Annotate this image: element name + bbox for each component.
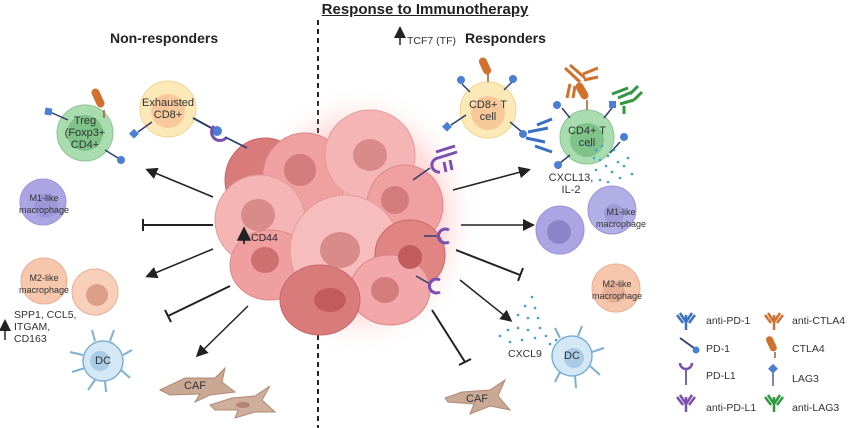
m1-left-label: M1-like macrophage <box>13 192 75 216</box>
legend-ctla4: CTLA4 <box>792 343 825 355</box>
m2-marker-line: SPP1, CCL5, <box>14 309 77 321</box>
pd-1-icon <box>679 337 700 354</box>
caf-right-label: CAF <box>466 393 488 405</box>
non-responders-header: Non-responders <box>110 30 219 46</box>
m1-macrophage-right <box>535 185 637 255</box>
m1-label-line: M1-like <box>606 207 636 217</box>
cxcl9-chemokine-dots <box>498 295 558 346</box>
cd8-t-cell <box>442 57 553 154</box>
exhausted-cd8-cell <box>129 80 248 149</box>
inhibit-caf-right <box>431 309 466 363</box>
anti-ctla4-icon <box>764 312 784 330</box>
tumor-cluster <box>214 109 446 336</box>
arrow-to-caf-left <box>195 305 249 358</box>
arrow-to-treg <box>145 167 214 198</box>
cd4-t-cell <box>553 63 644 169</box>
figure-title: Response to Immunotherapy <box>321 1 529 18</box>
m2-right-label: M2-like macrophage <box>586 278 648 302</box>
anti-lag3-icon <box>764 394 784 412</box>
m2-label-line: M2-like <box>29 273 59 283</box>
caf-right <box>444 378 512 415</box>
responders-header: Responders <box>465 30 546 46</box>
exhausted-cd8-label: Exhausted CD8+ <box>138 97 198 121</box>
legend-anti-pd-l1: anti-PD-L1 <box>706 402 757 414</box>
lag3-icon <box>768 363 778 386</box>
anti-pd-1-icon <box>676 312 696 330</box>
m1-label-line: macrophage <box>595 219 647 229</box>
legend-pd-1: PD-1 <box>706 343 730 355</box>
exhausted-label-line: CD8+ <box>153 109 183 121</box>
caf-left-label: CAF <box>184 380 206 392</box>
m1-label-line: macrophage <box>18 205 70 215</box>
cxcl13-chemokine-dots <box>588 144 634 184</box>
cd4-t-cell-label: CD4+ T cell <box>562 125 612 149</box>
cd4-label-line: cell <box>578 137 596 149</box>
dc-left-label: DC <box>95 355 111 367</box>
legend-icons <box>676 312 784 412</box>
inhibit-bar <box>458 358 472 366</box>
m2-macrophage-right <box>591 263 641 313</box>
cd8-label-line: CD8+ T <box>468 99 507 111</box>
legend-anti-lag3: anti-LAG3 <box>792 402 840 414</box>
cd4-label-line: CD4+ T <box>567 125 606 137</box>
m2-macrophage-left <box>20 257 119 316</box>
legend-anti-pd-1: anti-PD-1 <box>706 315 751 327</box>
cytokine-line: IL-2 <box>561 184 581 196</box>
dc-right-label: DC <box>564 350 580 362</box>
legend-lag3: LAG3 <box>792 373 819 385</box>
m1-macrophage-left <box>19 178 67 226</box>
legend-pd-l1: PD-L1 <box>706 370 736 382</box>
dc-left <box>69 329 133 393</box>
pd-l1-icon <box>678 362 694 385</box>
cytokines-label: CXCL13, IL-2 <box>546 172 596 196</box>
arrow-to-cxcl9 <box>459 279 513 322</box>
inhibit-bar <box>164 309 172 323</box>
m2-marker-line: ITGAM, <box>14 321 51 333</box>
tcf7-label: TCF7 (TF) <box>407 35 456 47</box>
exhausted-label-line: Exhausted <box>142 97 194 109</box>
m2-label-line: macrophage <box>591 291 643 301</box>
m2-label-line: macrophage <box>18 285 70 295</box>
m2-marker-line: CD163 <box>14 333 47 345</box>
arrow-to-cd4 <box>452 166 531 191</box>
inhibit-bar <box>517 267 524 282</box>
m1-label-line: M1-like <box>29 193 59 203</box>
treg-label-line: Treg <box>73 115 97 127</box>
treg-label: Treg (Foxp3+ CD4+ <box>60 115 110 151</box>
dc-right <box>551 325 605 389</box>
ctla4-icon <box>766 336 777 358</box>
treg-label-line: CD4+ <box>70 139 100 151</box>
tumor-pd-l1-ligands <box>412 144 458 295</box>
treg-cell <box>44 88 125 164</box>
cd8-label-line: cell <box>479 111 497 123</box>
caf-left <box>158 366 277 419</box>
arrow-to-m2-left <box>145 248 214 279</box>
cytokine-line: CXCL13, <box>548 172 594 184</box>
treg-label-line: (Foxp3+ <box>64 127 106 139</box>
inhibit-m2-right <box>455 249 521 276</box>
m1-right-label: M1-like macrophage <box>590 206 652 230</box>
cd44-label: CD44 <box>251 232 278 244</box>
m2-label-line: M2-like <box>602 279 632 289</box>
inhibit-dc-left <box>167 285 231 317</box>
legend-anti-ctla4: anti-CTLA4 <box>792 315 846 327</box>
m2-markers-label: SPP1, CCL5, ITGAM, CD163 <box>14 309 76 345</box>
m2-left-label: M2-like macrophage <box>13 272 75 296</box>
cxcl9-label: CXCL9 <box>508 348 542 360</box>
anti-pd-l1-icon <box>676 394 696 412</box>
cd8-t-cell-label: CD8+ T cell <box>463 99 513 123</box>
